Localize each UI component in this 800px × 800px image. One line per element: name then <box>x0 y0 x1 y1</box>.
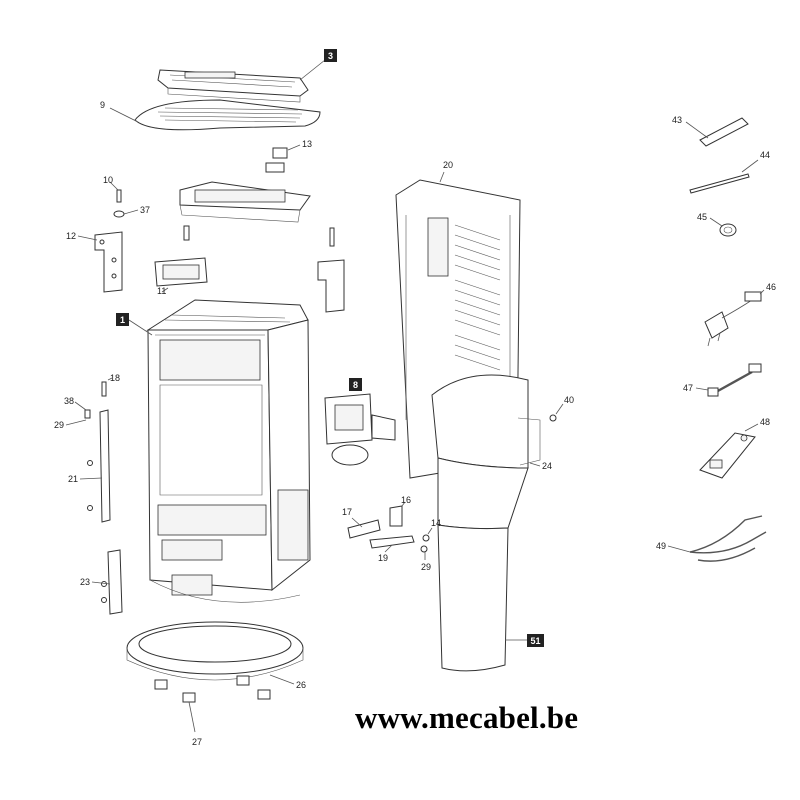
callout-box-51: 51 <box>527 634 544 647</box>
callout-9: 9 <box>100 100 105 110</box>
power-cord-46-part <box>704 291 762 347</box>
right-bracket-part <box>317 227 345 313</box>
base-ring-26-part <box>126 621 304 681</box>
callout-45: 45 <box>697 212 707 222</box>
bracket-17-part <box>347 505 430 553</box>
callout-21: 21 <box>68 474 78 484</box>
callout-40: 40 <box>564 395 574 405</box>
callout-1: 1 <box>120 315 125 325</box>
top-grille-part <box>134 99 321 131</box>
fan-8-part <box>324 393 396 466</box>
callout-11: 11 <box>157 286 166 296</box>
callout-48: 48 <box>760 417 770 427</box>
hinge-23-part <box>101 549 123 615</box>
callout-10: 10 <box>103 175 113 185</box>
top-cover-part <box>157 69 309 103</box>
pin-10-part <box>113 189 125 218</box>
cable-47-part <box>707 363 762 397</box>
probe-44-part <box>689 173 750 194</box>
cable-clip-45-part <box>719 223 737 237</box>
callout-29-right: 29 <box>421 562 431 572</box>
callout-16: 16 <box>401 495 411 505</box>
upper-duct-part <box>179 181 311 223</box>
callout-46: 46 <box>766 282 776 292</box>
front-shell-51-part <box>431 374 529 672</box>
website-url: www.mecabel.be <box>355 700 579 735</box>
side-bracket-12-part <box>94 231 123 293</box>
callout-17: 17 <box>342 507 352 517</box>
plate-11-part <box>154 225 208 287</box>
callout-43: 43 <box>672 115 682 125</box>
callout-23: 23 <box>80 577 90 587</box>
callout-8: 8 <box>353 380 358 390</box>
feet-27-part <box>154 675 271 703</box>
bracket-24-part <box>517 414 557 466</box>
callout-37: 37 <box>140 205 150 215</box>
callout-18: 18 <box>110 373 120 383</box>
clip-13-part <box>265 147 288 173</box>
remote-48-part <box>699 432 756 479</box>
callout-38: 38 <box>64 396 74 406</box>
callout-24: 24 <box>542 461 552 471</box>
callout-47: 47 <box>683 383 693 393</box>
callout-20: 20 <box>443 160 453 170</box>
callout-box-8: 8 <box>349 378 362 391</box>
callout-13: 13 <box>302 139 312 149</box>
callout-49: 49 <box>656 541 666 551</box>
callout-box-1: 1 <box>116 313 129 326</box>
callout-3: 3 <box>328 51 333 61</box>
callout-box-3: 3 <box>324 49 337 62</box>
tube-43-part <box>699 117 749 147</box>
callout-12: 12 <box>66 231 76 241</box>
callout-26: 26 <box>296 680 306 690</box>
callout-51: 51 <box>530 636 540 646</box>
callout-29-left: 29 <box>54 420 64 430</box>
callout-27: 27 <box>192 737 202 747</box>
callout-44: 44 <box>760 150 770 160</box>
stove-main-body-part <box>146 299 311 603</box>
wiring-49-part <box>689 515 767 562</box>
callout-19: 19 <box>378 553 388 563</box>
bolt-18-part <box>84 381 107 419</box>
callout-14: 14 <box>431 518 441 528</box>
side-rail-21-part <box>87 409 111 523</box>
